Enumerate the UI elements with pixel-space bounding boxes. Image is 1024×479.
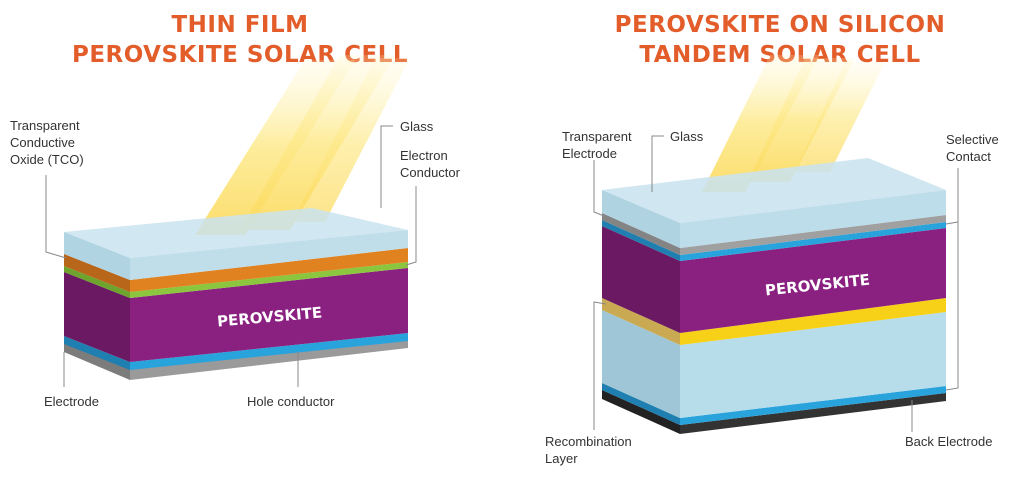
label-transparent-electrode: Transparent Electrode: [562, 129, 632, 161]
right-grey-electrode-side: [602, 213, 680, 255]
label-electrode: Electrode: [44, 394, 99, 409]
left-glass-leader: [380, 125, 393, 208]
label-back-electrode: Back Electrode: [905, 434, 993, 449]
label-tco: Transparent Conductive Oxide (TCO): [10, 118, 84, 167]
right-top-blue-side: [602, 220, 680, 261]
label-hole-conductor: Hole conductor: [247, 394, 335, 409]
left-electron-leader: [405, 186, 417, 266]
right-back-electrode-front: [680, 393, 946, 434]
right-silicon-front: [680, 312, 946, 418]
left-grey-layer-front: [130, 340, 408, 380]
left-thin-film-cell: PEROVSKITE: [45, 55, 417, 387]
left-electron-conductor-side: [64, 266, 130, 298]
right-tandem-cell: PEROVSKITE: [593, 55, 959, 434]
left-hole-conductor-side: [64, 336, 130, 370]
left-tco-front: [130, 248, 408, 292]
left-sun-beam-3: [292, 58, 410, 222]
left-perovskite-front: [130, 268, 408, 362]
right-recombination-front: [680, 298, 946, 345]
right-glass-side: [602, 190, 680, 248]
right-perovskite-side: [602, 226, 680, 333]
right-title-line1: PEROVSKITE ON SILICON: [614, 12, 946, 38]
label-electron-conductor: Electron Conductor: [400, 148, 460, 180]
right-sun-beam-1: [702, 55, 820, 192]
left-glass-front: [130, 230, 408, 280]
right-top-blue-front: [680, 222, 946, 261]
right-bottom-blue-front: [680, 386, 946, 425]
right-silicon-side: [602, 310, 680, 418]
left-tco-leader: [45, 175, 67, 259]
label-selective-contact: Selective Contact: [946, 132, 999, 164]
right-sun-beam-3: [795, 62, 885, 172]
right-glass-front: [680, 190, 946, 248]
left-glass-side: [64, 232, 130, 280]
left-grey-layer-side: [64, 342, 130, 380]
right-glass-leader: [651, 135, 664, 192]
right-back-electrode-side: [602, 390, 680, 434]
left-perovskite-side: [64, 272, 130, 362]
right-glass-top: [602, 158, 946, 223]
label-glass-left: Glass: [400, 119, 434, 134]
left-title-line1: THIN FILM: [171, 12, 309, 38]
label-recombination-layer: Recombination Layer: [545, 434, 632, 466]
right-sun-beam-2: [748, 58, 855, 182]
right-transparent-electrode-leader: [593, 160, 605, 217]
right-perovskite-front: [680, 228, 946, 333]
right-bottom-blue-side: [602, 383, 680, 425]
right-recombination-side: [602, 298, 680, 345]
left-tco-side: [64, 254, 130, 292]
right-recombination-leader: [593, 301, 607, 430]
left-glass-top: [64, 208, 408, 258]
left-hole-conductor-front: [130, 333, 408, 370]
left-electron-conductor-front: [130, 262, 408, 298]
right-selective-contact-leader: [945, 168, 959, 391]
right-grey-electrode-front: [680, 215, 946, 255]
label-glass-right: Glass: [670, 129, 704, 144]
